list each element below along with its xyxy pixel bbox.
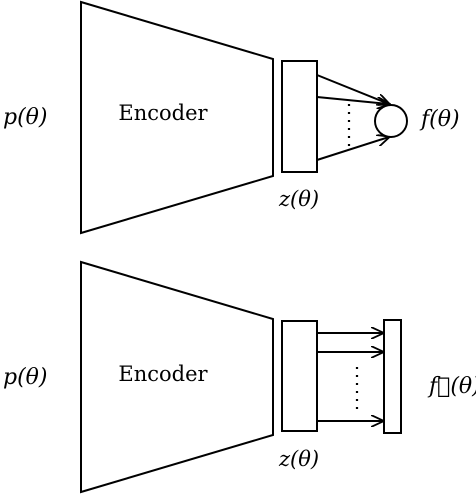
top-latent-block xyxy=(281,60,318,173)
top-latent-label: z(θ) xyxy=(278,187,319,211)
top-diagram: p(θ) Encoder z(θ) f(θ) xyxy=(3,0,460,235)
top-encoder-trapezoid xyxy=(80,0,274,235)
top-output-node xyxy=(374,104,408,138)
top-output-label: f(θ) xyxy=(419,107,460,132)
top-encoder-label: Encoder xyxy=(118,101,208,125)
top-input-label: p(θ) xyxy=(3,105,48,130)
bottom-input-label: p(θ) xyxy=(3,365,48,390)
top-arrow-3 xyxy=(316,137,389,161)
bottom-latent-block xyxy=(281,320,318,432)
bottom-diagram: p(θ) Encoder z(θ) f⃗(θ) xyxy=(3,260,476,494)
bottom-latent-label: z(θ) xyxy=(278,447,319,471)
top-arrow-2 xyxy=(316,96,389,104)
bottom-output-vector-block xyxy=(383,319,402,434)
bottom-output-label: f⃗(θ) xyxy=(427,374,476,399)
bottom-encoder-trapezoid xyxy=(80,260,274,494)
bottom-encoder-label: Encoder xyxy=(118,362,208,386)
